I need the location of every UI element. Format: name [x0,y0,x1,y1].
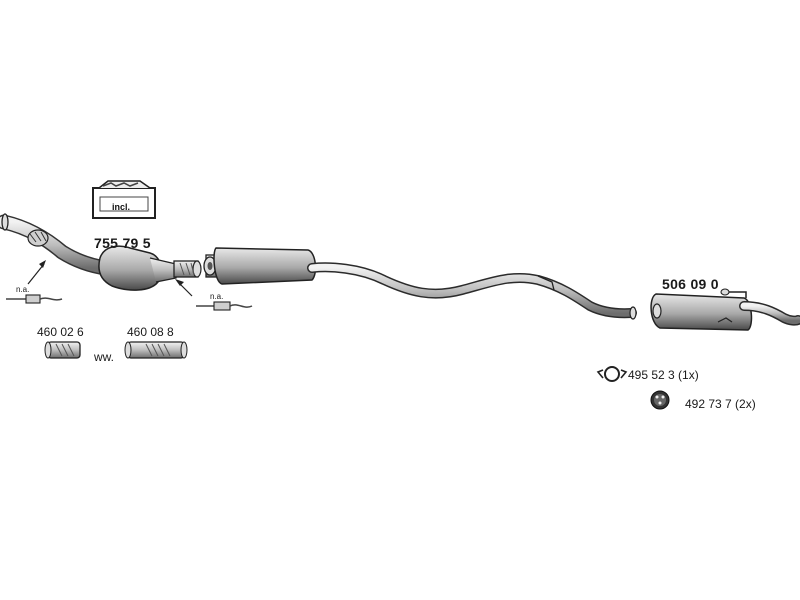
front-pipe [0,213,114,276]
clamp-part-number: 495 52 3 (1x) [628,368,699,382]
rear-silencer [650,288,800,331]
sensor-arrows [27,260,193,297]
repair-pipe-1-part-number: 460 02 6 [37,325,84,339]
catalyst-part-number: 755 79 5 [94,235,151,251]
repair-pipe-2-part-number: 460 08 8 [127,325,174,339]
intermediate-pipe [307,262,637,320]
rubber-mount-part-number: 492 73 7 (2x) [685,397,756,411]
repair-pipe-460026 [44,341,81,359]
repair-pipe-460088 [124,341,188,359]
incl-box-icon [92,180,156,219]
lambda-sensor-right [196,301,253,311]
rubber-mount-icon [650,390,670,410]
incl-label: incl. [112,202,131,212]
na-label-left: n.a. [16,285,30,294]
lambda-sensor-left [6,294,63,304]
ww-label: ww. [94,350,115,364]
rear-silencer-part-number: 506 09 0 [662,276,719,292]
middle-silencer [203,247,317,285]
catalytic-converter [98,245,202,291]
clamp-icon [596,366,628,382]
na-label-right: n.a. [210,292,224,301]
